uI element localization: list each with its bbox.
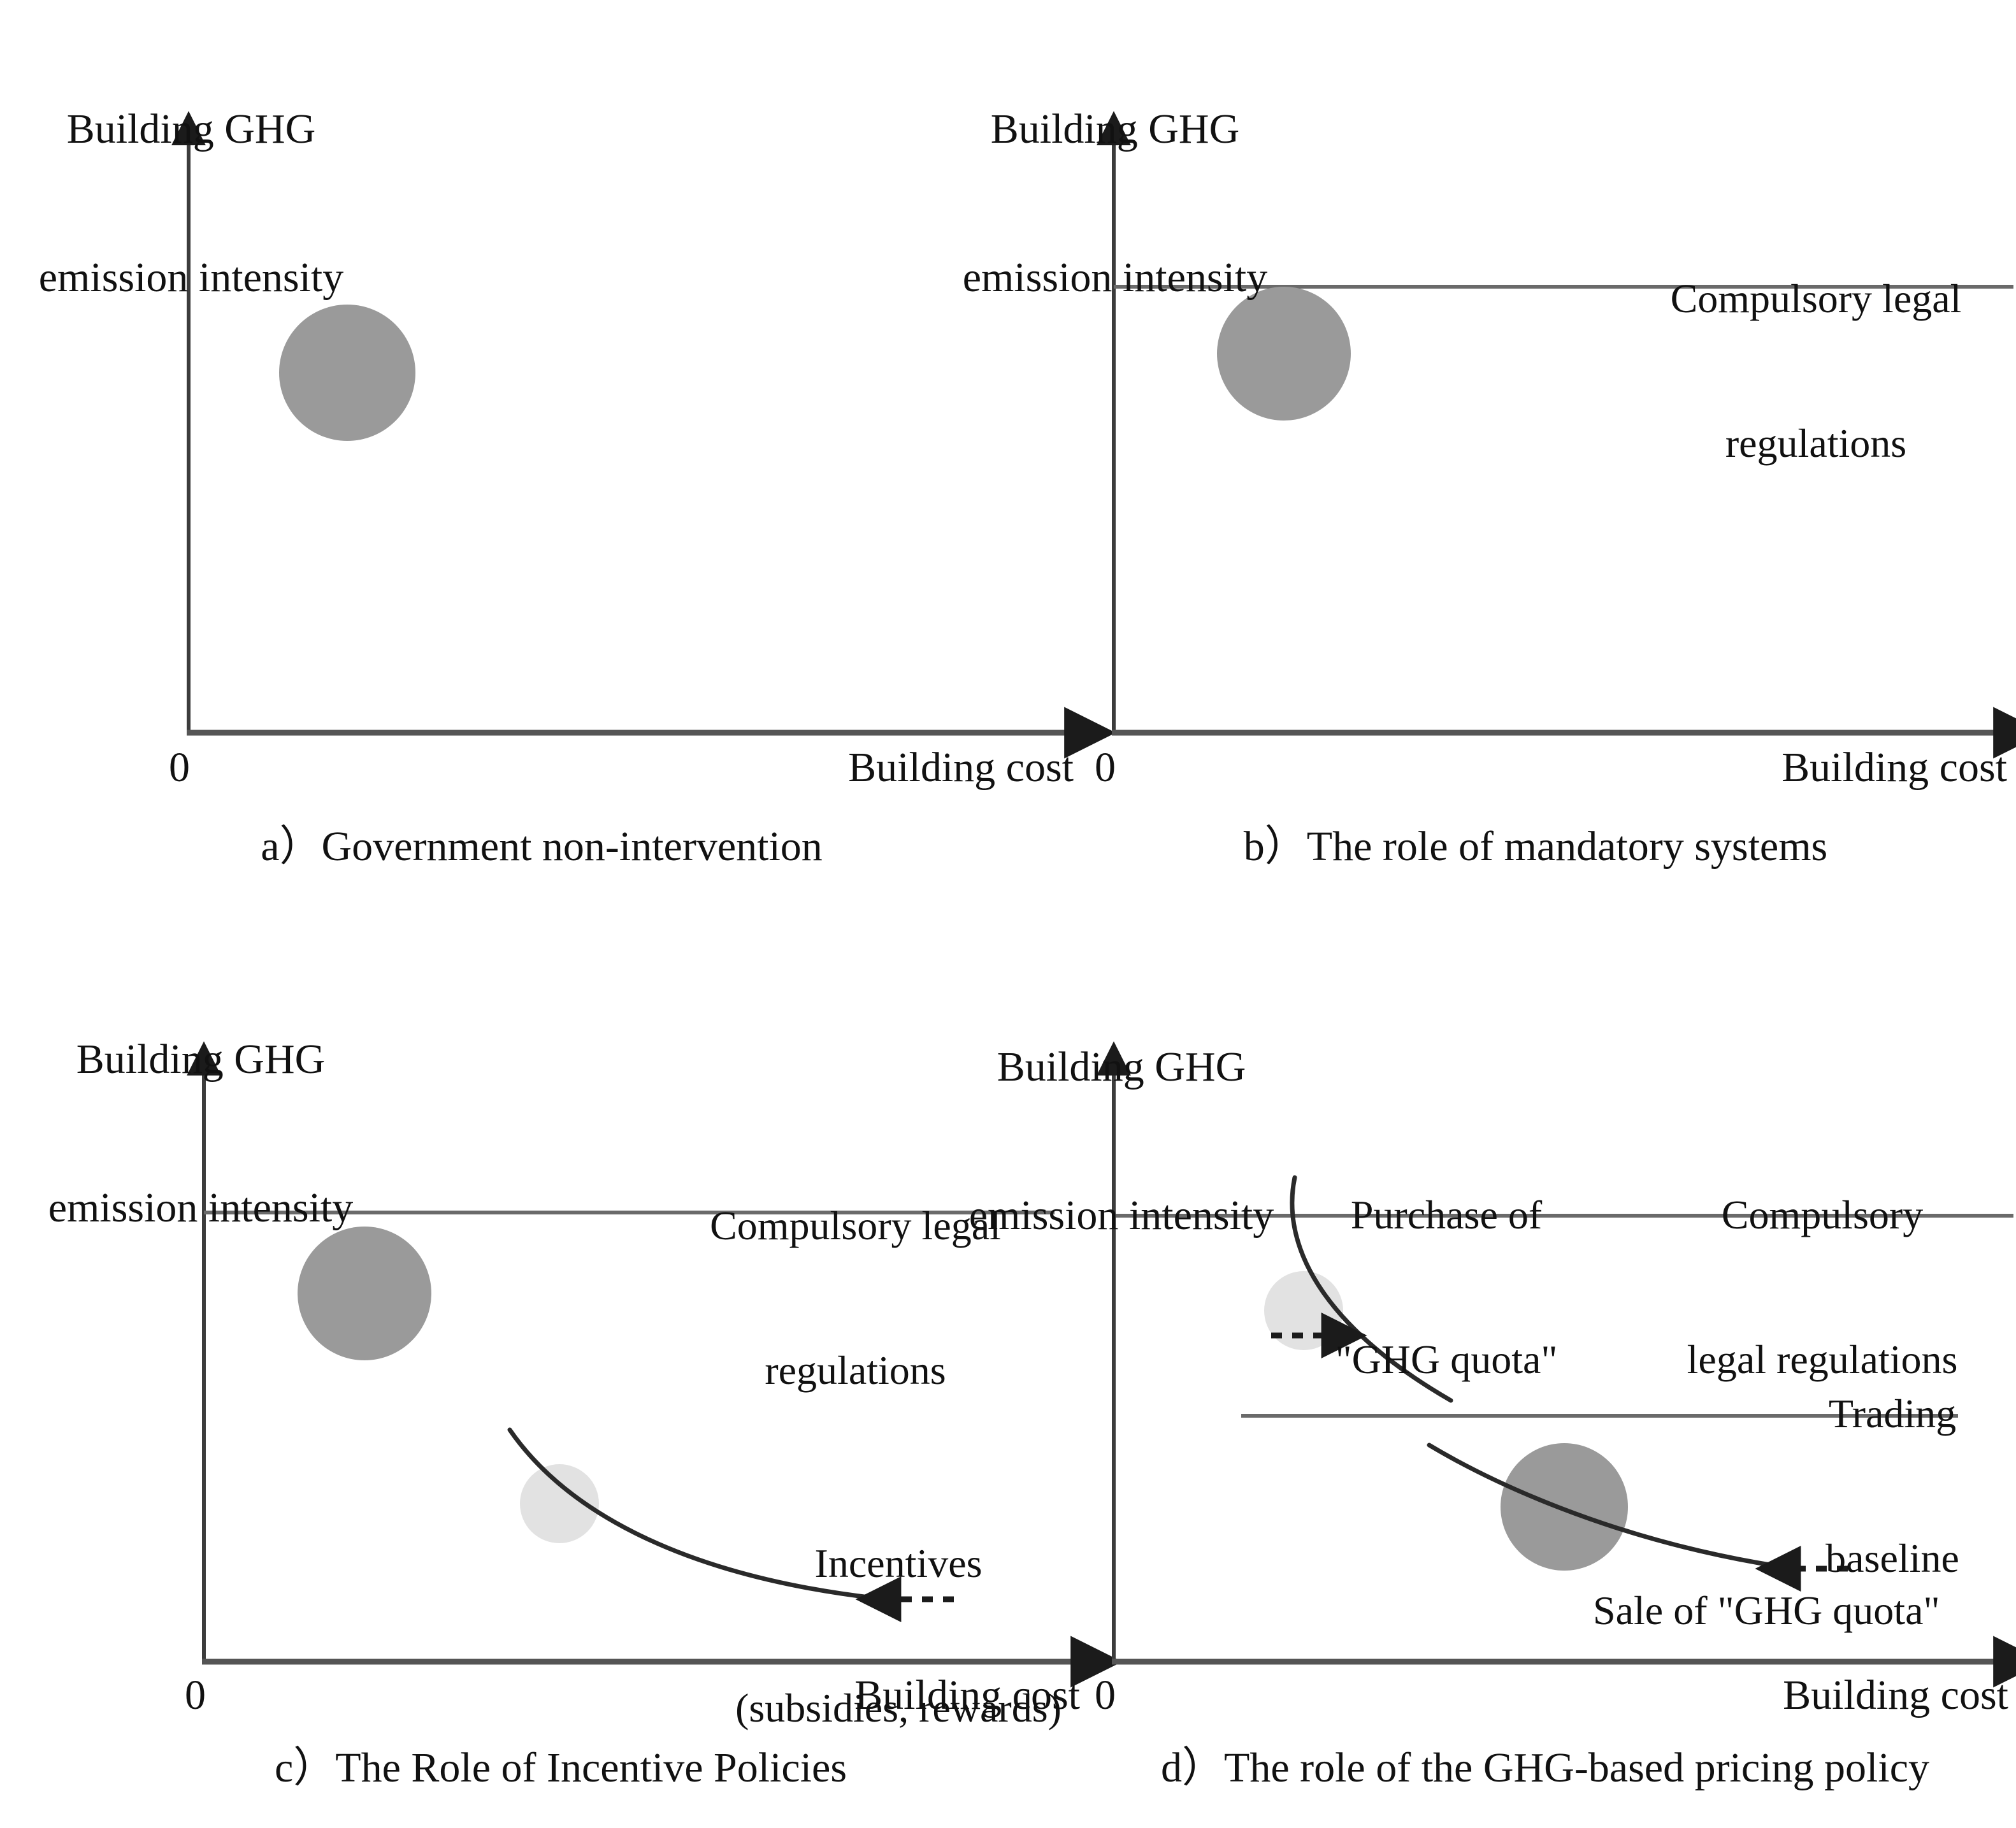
panel-d-trading-baseline-label-line1: Trading	[1828, 1391, 1957, 1437]
panel-b-compulsory-label-line1: Compulsory legal	[1670, 276, 1962, 322]
panel-a-caption: a）Government non-intervention	[261, 823, 823, 870]
panel-b-x-axis-title: Building cost	[1782, 744, 2007, 791]
panel-c-y-axis-title-line2: emission intensity	[48, 1184, 354, 1232]
panel-c-caption: c）The Role of Incentive Policies	[274, 1745, 847, 1791]
panel-b-y-axis-title: Building GHG emission intensity	[937, 5, 1293, 402]
panel-d-y-axis-title-line1: Building GHG	[997, 1043, 1246, 1090]
panel-d-compulsory-label-line2: legal regulations	[1687, 1336, 1958, 1382]
panel-c-origin-label: 0	[185, 1672, 206, 1718]
panel-a-x-axis-title: Building cost	[848, 744, 1074, 791]
panel-c-axes	[187, 1041, 1123, 1688]
panel-d-axes	[1097, 1041, 2016, 1688]
panel-a-y-axis-title-line1: Building GHG	[66, 105, 316, 152]
panel-d-caption: d）The role of the GHG-based pricing poli…	[1161, 1745, 1929, 1791]
panel-b-building-stock-bubble	[1217, 287, 1351, 421]
panel-b-caption: b）The role of mandatory systems	[1243, 823, 1828, 870]
panel-c-compulsory-legal-regulations-label: Compulsory legal regulations	[656, 1105, 1055, 1490]
panel-b-origin-label: 0	[1095, 744, 1116, 791]
panel-c-incentives-label-line2: (subsidies, rewards)	[735, 1685, 1062, 1731]
panel-d-purchase-quota-curve	[1290, 1175, 1453, 1403]
panel-d-origin-label: 0	[1095, 1672, 1116, 1718]
panel-d-compulsory-label-line1: Compulsory	[1721, 1192, 1924, 1238]
panel-b-axes	[1097, 111, 2016, 759]
panel-d-x-axis-title: Building cost	[1783, 1672, 2008, 1718]
panel-c-y-axis-title: Building GHG emission intensity	[19, 935, 382, 1332]
panel-a-y-axis-title-line2: emission intensity	[38, 254, 344, 301]
panel-d-sale-quota-curve	[1427, 1443, 1780, 1569]
panel-d-y-axis-title: Building GHG emission intensity	[940, 943, 1303, 1340]
panel-b-y-axis-title-line2: emission intensity	[962, 254, 1268, 301]
panel-d-purchase-ghg-quota-label: Purchase of "GHG quota"	[1287, 1095, 1606, 1479]
panel-d-trading-baseline-label: Trading baseline	[1771, 1293, 2013, 1678]
panel-d-purchase-label-line2: "GHG quota"	[1335, 1336, 1558, 1382]
panel-c-incentive-shift-curve	[507, 1427, 877, 1601]
panel-d-y-axis-title-line2: emission intensity	[968, 1192, 1274, 1239]
panel-d-trading-baseline-label-line2: baseline	[1825, 1535, 1959, 1581]
panel-c-incentives-label: Incentives (subsidies, rewards)	[701, 1443, 1096, 1828]
panel-c-compulsory-label-line1: Compulsory legal	[710, 1203, 1001, 1249]
panel-c-x-axis-title: Building cost	[854, 1672, 1080, 1718]
panel-a-y-axis-title: Building GHG emission intensity	[13, 5, 370, 402]
panel-a-origin-label: 0	[169, 744, 190, 791]
panel-c-building-stock-bubble-after	[520, 1464, 599, 1543]
panel-c-incentives-label-line1: Incentives	[814, 1541, 983, 1587]
panel-c-compulsory-label-line2: regulations	[765, 1347, 946, 1393]
panel-d-sale-ghg-quota-label: Sale of "GHG quota"	[1593, 1588, 1940, 1633]
panel-b-y-axis-title-line1: Building GHG	[990, 105, 1240, 152]
panel-d-purchase-label-line1: Purchase of	[1350, 1192, 1543, 1238]
panel-a-axes	[171, 111, 1116, 759]
panel-b-compulsory-label-line2: regulations	[1725, 420, 1907, 466]
panel-b-compulsory-legal-regulations-label: Compulsory legal regulations	[1618, 178, 2013, 563]
panel-c-building-stock-bubble-before	[298, 1227, 431, 1360]
panel-d-building-stock-bubble-lower	[1501, 1443, 1628, 1571]
panel-a-building-stock-bubble	[279, 305, 415, 441]
panel-d-compulsory-legal-regulations-label: Compulsory legal regulations	[1628, 1095, 2016, 1479]
panel-c-y-axis-title-line1: Building GHG	[76, 1035, 326, 1083]
